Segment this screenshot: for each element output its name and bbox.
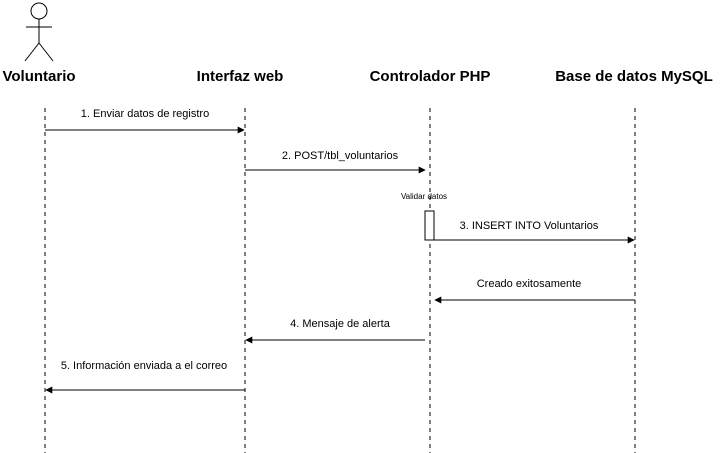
message-label-4: Creado exitosamente — [477, 278, 582, 290]
participant-interfaz-web: Interfaz web — [197, 68, 284, 85]
actor-icon — [24, 2, 54, 62]
message-label-1: 1. Enviar datos de registro — [81, 108, 209, 120]
message-label-5: 4. Mensaje de alerta — [290, 318, 391, 330]
message-label-2: 2. POST/tbl_voluntarios — [282, 150, 399, 162]
message-label-3: 3. INSERT INTO Voluntarios — [460, 220, 599, 232]
participant-base-de-datos: Base de datos MySQL — [555, 68, 713, 85]
participant-controlador-php: Controlador PHP — [370, 68, 491, 85]
participant-voluntario: Voluntario — [2, 68, 75, 85]
activation-note: Validar datos — [401, 192, 447, 201]
message-label-6: 5. Información enviada a el correo — [61, 360, 227, 372]
activation-box — [424, 210, 435, 241]
